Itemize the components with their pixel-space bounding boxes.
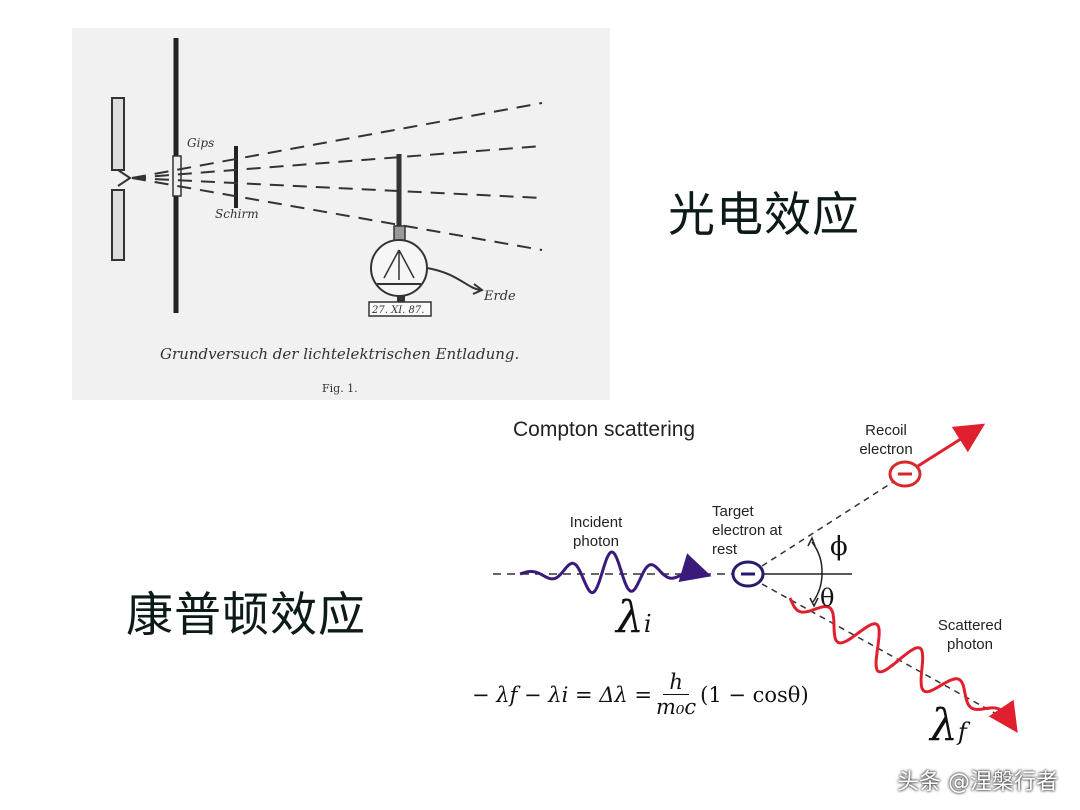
compton-heading: Compton scattering xyxy=(513,418,696,441)
photoelectric-figure: Gips Schirm Erde 27. XI. 87. Grundversuc… xyxy=(72,28,610,400)
scattered-wave xyxy=(788,597,1018,733)
schirm-label: Schirm xyxy=(215,207,259,221)
erde-label: Erde xyxy=(483,289,516,304)
gips-label: Gips xyxy=(187,136,214,150)
theta-symbol: θ xyxy=(820,584,835,612)
title-compton-effect: 康普顿效应 xyxy=(126,588,366,643)
compton-formula: − λf − λi = Δλ = h m₀c (1 − cosθ) xyxy=(472,670,809,719)
incident-wave xyxy=(519,550,712,595)
meter-label: 27. XI. 87. xyxy=(371,305,424,316)
target-electron-label: Target electron at rest xyxy=(712,503,783,558)
recoil-electron-label: Recoil electron xyxy=(859,422,913,458)
gypsum-window xyxy=(172,155,182,197)
title-photoelectric-effect: 光电效应 xyxy=(668,188,860,243)
recoil-arrow xyxy=(917,423,986,468)
formula-right: (1 − cosθ) xyxy=(700,682,809,707)
phi-symbol: ϕ xyxy=(830,532,848,562)
recoil-path xyxy=(761,481,894,567)
formula-fraction: h m₀c xyxy=(656,670,696,719)
theta-arc xyxy=(812,573,823,603)
figure-number: Fig. 1. xyxy=(322,382,358,395)
spark-rod-lower xyxy=(111,189,125,261)
lambda-i-symbol: λi xyxy=(616,592,652,643)
lambda-f-symbol: λf xyxy=(930,700,967,751)
formula-denominator: m₀c xyxy=(656,695,697,719)
incident-photon-label: Incident photon xyxy=(569,514,623,550)
figure-caption: Grundversuch der lichtelektrischen Entla… xyxy=(160,345,520,363)
scattered-path xyxy=(761,583,1001,717)
apparatus-drawing: Gips Schirm Erde 27. XI. 87. xyxy=(111,38,543,317)
meter-plate xyxy=(368,301,432,317)
watermark: 头条 @涅槃行者 xyxy=(897,770,1058,795)
ground-wire xyxy=(426,267,481,291)
formula-numerator: h xyxy=(663,670,689,695)
phi-arc xyxy=(811,541,823,575)
light-rays xyxy=(131,102,543,251)
formula-left: − λf − λi = Δλ = xyxy=(472,682,653,707)
scattered-photon-label: Scattered photon xyxy=(937,617,1003,653)
spark-gap xyxy=(117,169,132,187)
